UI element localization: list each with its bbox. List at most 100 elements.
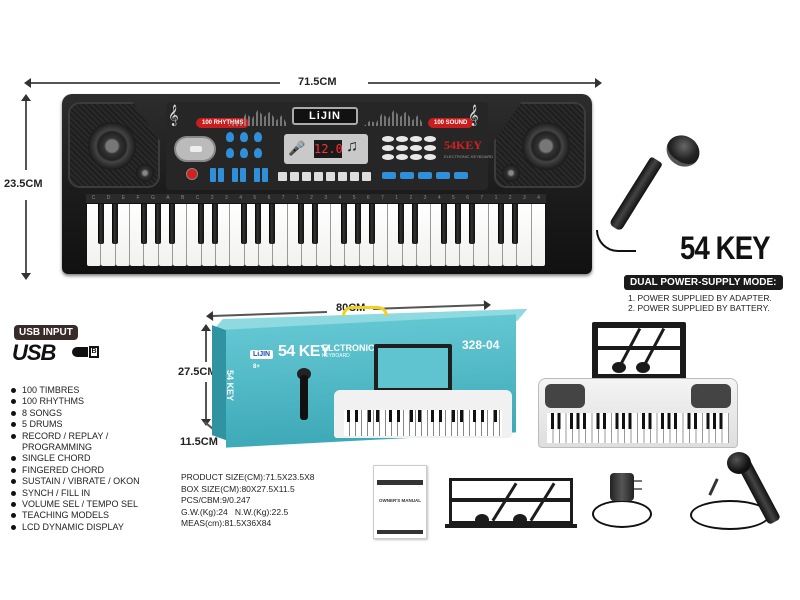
box-subtitle-keyboard: KEYBOARD: [322, 353, 350, 359]
function-button[interactable]: [240, 132, 248, 142]
power-button[interactable]: [186, 168, 198, 180]
number-button[interactable]: [396, 154, 408, 160]
function-button[interactable]: [254, 132, 262, 142]
number-button[interactable]: [396, 145, 408, 151]
white-key[interactable]: [216, 204, 231, 266]
black-key[interactable]: [355, 204, 361, 244]
volume-up-button[interactable]: [218, 168, 224, 182]
white-key[interactable]: [416, 204, 432, 266]
key-label: 2: [508, 195, 512, 201]
feature-button[interactable]: [382, 172, 396, 179]
number-button[interactable]: [424, 145, 436, 151]
black-key[interactable]: [441, 204, 447, 244]
function-button[interactable]: [240, 148, 248, 158]
features-list: 100 TIMBRES 100 RHYTHMS 8 SONGS 5 DRUMS …: [10, 385, 140, 533]
key-label: A: [166, 195, 170, 201]
key-label: 1: [494, 195, 498, 201]
accompaniment-down-button[interactable]: [232, 168, 238, 182]
number-button[interactable]: [424, 136, 436, 142]
feature-item: LCD DYNAMIC DISPLAY: [10, 522, 140, 533]
mode-button[interactable]: [362, 172, 371, 181]
feature-item: SUSTAIN / VIBRATE / OKON: [10, 476, 140, 487]
number-button[interactable]: [382, 154, 394, 160]
black-key[interactable]: [98, 204, 104, 244]
number-button[interactable]: [410, 145, 422, 151]
feature-item: VOLUME SEL / TEMPO SEL: [10, 499, 140, 510]
white-key[interactable]: [474, 204, 489, 266]
feature-button[interactable]: [436, 172, 450, 179]
box-age-rating: 8+: [253, 364, 260, 370]
black-key[interactable]: [198, 204, 204, 244]
box-brand-logo: LiJIN: [250, 350, 274, 359]
black-key[interactable]: [498, 204, 504, 244]
accompaniment-up-button[interactable]: [240, 168, 246, 182]
keyboard-height-label: 23.5CM: [4, 178, 43, 190]
key-label: 2: [310, 195, 313, 201]
black-key[interactable]: [169, 204, 175, 244]
key-label: 6: [366, 195, 370, 201]
key-label: 5: [253, 195, 257, 201]
feature-button[interactable]: [400, 172, 414, 179]
number-button[interactable]: [410, 136, 422, 142]
model-label: 54KEY: [444, 138, 483, 152]
function-button[interactable]: [254, 148, 262, 158]
black-key[interactable]: [141, 204, 147, 244]
black-key[interactable]: [269, 204, 275, 244]
tempo-up-button[interactable]: [262, 168, 268, 182]
key-label: 3: [423, 195, 427, 201]
black-key[interactable]: [369, 204, 375, 244]
white-key[interactable]: [173, 204, 188, 266]
function-button[interactable]: [226, 132, 234, 142]
white-key[interactable]: [531, 204, 545, 266]
white-key[interactable]: [115, 204, 131, 266]
feature-item: SYNCH / FILL IN: [10, 488, 140, 499]
number-button[interactable]: [382, 145, 394, 151]
white-key[interactable]: [517, 204, 532, 266]
mode-button[interactable]: [326, 172, 335, 181]
white-key[interactable]: [373, 204, 389, 266]
dpad-center-button[interactable]: [190, 146, 202, 152]
mode-button[interactable]: [350, 172, 359, 181]
mode-button[interactable]: [278, 172, 287, 181]
black-key[interactable]: [255, 204, 261, 244]
mode-button[interactable]: [302, 172, 311, 181]
black-key[interactable]: [341, 204, 347, 244]
spec-pcs-cbm: PCS/CBM:9/0.247: [181, 495, 251, 505]
function-button[interactable]: [226, 148, 234, 158]
black-key[interactable]: [112, 204, 118, 244]
black-key[interactable]: [298, 204, 304, 244]
volume-down-button[interactable]: [210, 168, 216, 182]
direction-pad[interactable]: [174, 136, 216, 162]
audio-jack-icon: [708, 478, 719, 496]
black-key[interactable]: [155, 204, 161, 244]
mode-button[interactable]: [338, 172, 347, 181]
number-button[interactable]: [410, 154, 422, 160]
black-key[interactable]: [512, 204, 518, 244]
tempo-down-button[interactable]: [254, 168, 260, 182]
number-button[interactable]: [424, 154, 436, 160]
mode-button[interactable]: [314, 172, 323, 181]
number-button[interactable]: [382, 136, 394, 142]
number-button[interactable]: [396, 136, 408, 142]
key-label: C: [195, 195, 200, 201]
music-note-icon: [612, 362, 626, 373]
black-key[interactable]: [412, 204, 418, 244]
white-key[interactable]: [273, 204, 288, 266]
black-key[interactable]: [241, 204, 247, 244]
mode-button[interactable]: [290, 172, 299, 181]
black-key[interactable]: [469, 204, 475, 244]
black-key[interactable]: [312, 204, 318, 244]
feature-button[interactable]: [418, 172, 432, 179]
model-sublabel: ELECTRONIC KEYBOARD: [444, 154, 494, 159]
key-label: 2: [210, 195, 214, 201]
key-label: 3: [324, 195, 328, 201]
lcd-value: 12.0: [314, 140, 343, 158]
feature-button[interactable]: [454, 172, 468, 179]
black-key[interactable]: [398, 204, 404, 244]
microphone-body-icon: [608, 156, 663, 232]
box-height-label: 27.5CM: [178, 366, 217, 378]
key-label: C: [91, 195, 96, 201]
black-key[interactable]: [455, 204, 461, 244]
white-key[interactable]: [316, 204, 331, 266]
black-key[interactable]: [212, 204, 218, 244]
